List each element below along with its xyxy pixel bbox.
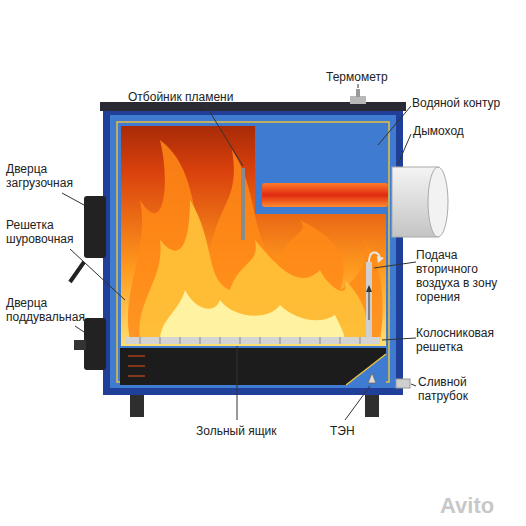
- part-label: Решетка шуровочная: [6, 218, 84, 246]
- part-label: ТЭН: [330, 424, 380, 438]
- part-label: Подача вторичного воздуха в зону горения: [416, 248, 522, 304]
- part-label: Водяной контур: [412, 96, 522, 110]
- part-label: Дверца поддувальная: [6, 296, 84, 324]
- part-label: Сливной патрубок: [418, 375, 518, 403]
- watermark: Avito: [440, 494, 520, 518]
- part-label: Дверца загрузочная: [6, 162, 84, 190]
- part-label: Отбойник пламени: [128, 90, 248, 104]
- part-label: Дымоход: [413, 124, 513, 138]
- part-label: Зольный ящик: [196, 424, 296, 438]
- part-label: Термометр: [326, 70, 416, 84]
- part-label: Колосниковая решетка: [416, 326, 522, 354]
